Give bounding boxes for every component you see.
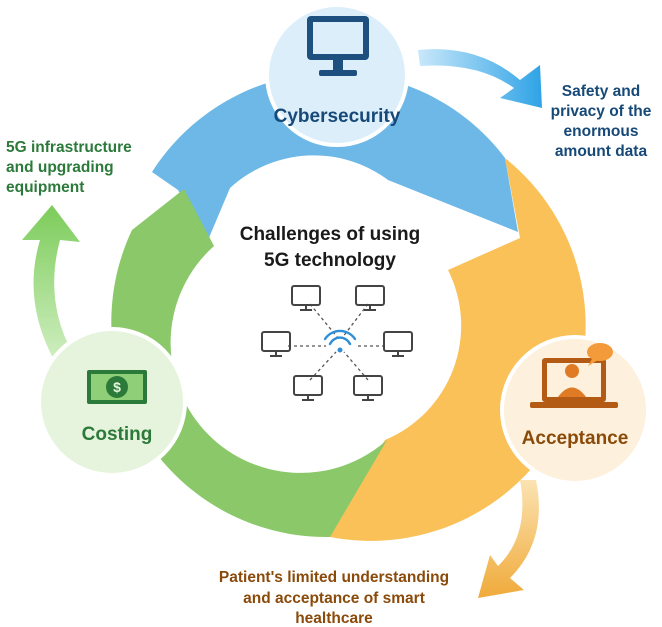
cybersecurity-note-line: amount data bbox=[555, 143, 648, 160]
center-disk bbox=[206, 184, 454, 432]
computer-icon bbox=[261, 331, 291, 357]
acceptance-note-line: and acceptance of smart bbox=[243, 590, 425, 607]
svg-text:$: $ bbox=[113, 379, 121, 395]
costing-outer-arrow bbox=[22, 205, 80, 360]
costing-label: Costing bbox=[82, 424, 153, 445]
costing-note: 5G infrastructure and upgrading equipmen… bbox=[6, 139, 132, 196]
acceptance-outer-arrow bbox=[478, 480, 539, 598]
costing-node[interactable]: $ Costing bbox=[37, 327, 187, 477]
acceptance-note: Patient's limited understanding and acce… bbox=[219, 569, 449, 627]
cybersecurity-note: Safety and privacy of the enormous amoun… bbox=[551, 83, 652, 160]
cybersecurity-note-line: Safety and bbox=[562, 83, 640, 100]
wifi-icon bbox=[323, 329, 357, 353]
costing-note-line: equipment bbox=[6, 179, 84, 196]
ring-segment-costing bbox=[111, 189, 387, 538]
acceptance-note-line: Patient's limited understanding bbox=[219, 569, 449, 586]
computer-icon bbox=[291, 285, 321, 311]
laptop-doctor-icon bbox=[530, 343, 618, 408]
cybersecurity-note-line: privacy of the bbox=[551, 103, 652, 120]
cybersecurity-note-line: enormous bbox=[564, 123, 639, 140]
center-title-line1: Challenges of using bbox=[240, 224, 421, 245]
acceptance-node[interactable]: Acceptance bbox=[500, 335, 650, 485]
cybersecurity-outer-arrow bbox=[418, 49, 542, 108]
cybersecurity-label: Cybersecurity bbox=[274, 106, 401, 127]
ring-segment-cybersecurity bbox=[152, 72, 518, 240]
acceptance-label: Acceptance bbox=[522, 428, 629, 449]
monitor-icon bbox=[307, 16, 369, 76]
computer-icon bbox=[355, 285, 385, 311]
computer-icon bbox=[383, 331, 413, 357]
costing-note-line: 5G infrastructure bbox=[6, 139, 132, 156]
computer-icon bbox=[293, 375, 323, 401]
acceptance-note-line: healthcare bbox=[295, 610, 373, 627]
network-illustration bbox=[261, 285, 413, 401]
center-title-line2: 5G technology bbox=[264, 250, 396, 271]
cybersecurity-node[interactable]: Cybersecurity bbox=[265, 3, 409, 147]
dollar-bill-icon: $ bbox=[87, 370, 147, 404]
computer-icon bbox=[353, 375, 383, 401]
costing-note-line: and upgrading bbox=[6, 159, 114, 176]
